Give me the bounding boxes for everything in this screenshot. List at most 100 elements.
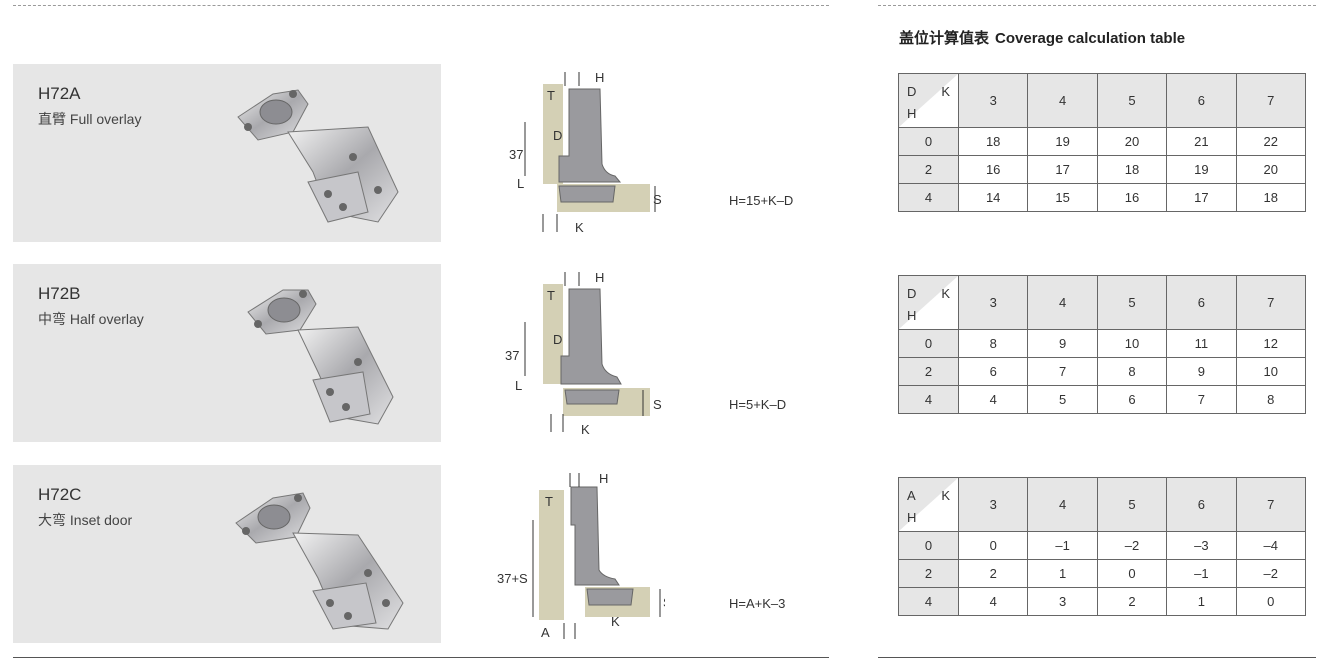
table-cell: 17 xyxy=(1166,183,1237,212)
table-cell: 5 xyxy=(1027,385,1098,414)
table-cell: 10 xyxy=(1096,329,1168,358)
table-cell: 1 xyxy=(1166,587,1237,616)
table-cell: 8 xyxy=(957,329,1029,358)
coverage-title-cn: 盖位计算值表 xyxy=(899,30,990,47)
hinge-model: H72C xyxy=(38,485,82,504)
label-side: 37+S xyxy=(497,571,528,586)
column-header-k: 3 xyxy=(957,275,1029,330)
column-header-k: 5 xyxy=(1096,477,1168,532)
table-cell: 16 xyxy=(1096,183,1168,212)
column-header-k: 6 xyxy=(1166,73,1237,128)
label-s: S xyxy=(653,192,662,207)
top-dashed-rule-right xyxy=(878,5,1316,6)
table-cell: 1 xyxy=(1027,559,1098,588)
row-header-h: 0 xyxy=(898,329,959,358)
table-cell: 8 xyxy=(1096,357,1168,386)
corner-diagonal xyxy=(899,276,958,329)
formula-h72c: H=A+K–3 xyxy=(729,596,786,611)
bottom-rule-right xyxy=(878,657,1316,658)
table-cell: 18 xyxy=(1096,155,1168,184)
label-d: D xyxy=(553,128,562,143)
formula-h72b: H=5+K–D xyxy=(729,397,787,412)
column-header-k: 5 xyxy=(1096,73,1168,128)
label-t: T xyxy=(547,288,555,303)
hinge-photo xyxy=(247,289,394,425)
column-header-k: 6 xyxy=(1166,275,1237,330)
table-cell: 19 xyxy=(1166,155,1237,184)
table-cell: 14 xyxy=(957,183,1029,212)
column-header-k: 7 xyxy=(1235,275,1307,330)
hinge-panel-h72b: H72B 中弯 Half overlay xyxy=(13,264,441,442)
table-cell: –2 xyxy=(1235,559,1307,588)
coverage-title-en: Coverage calculation table xyxy=(995,30,1186,47)
table-cell: 0 xyxy=(1235,587,1307,616)
table-cell: 22 xyxy=(1235,127,1307,156)
corner-diagonal xyxy=(899,74,958,127)
table-cell: 15 xyxy=(1027,183,1098,212)
formula-h72a: H=15+K–D xyxy=(729,193,794,208)
corner-label-h: H xyxy=(907,308,917,323)
table-cell: 2 xyxy=(1096,587,1168,616)
table-cell: 0 xyxy=(957,531,1029,560)
corner-label-left: D xyxy=(907,286,917,301)
corner-label-left: A xyxy=(907,488,916,503)
corner-label-h: H xyxy=(907,106,917,121)
row-header-h: 0 xyxy=(898,531,959,560)
table-cell: –1 xyxy=(1166,559,1237,588)
hinge-type: 中弯 Half overlay xyxy=(38,311,144,327)
hinge-photo xyxy=(235,492,404,630)
column-header-k: 5 xyxy=(1096,275,1168,330)
table-cell: 12 xyxy=(1235,329,1307,358)
table-cell: 6 xyxy=(957,357,1029,386)
hinge-model: H72B xyxy=(38,284,81,303)
table-cell: 20 xyxy=(1235,155,1307,184)
table-cell: –4 xyxy=(1235,531,1307,560)
label-t: T xyxy=(547,88,555,103)
table-cell: 21 xyxy=(1166,127,1237,156)
label-s: S xyxy=(653,397,662,412)
hinge-photo xyxy=(237,89,399,223)
coverage-title: 盖位计算值表 Coverage calculation table xyxy=(899,27,1185,48)
row-header-h: 2 xyxy=(898,559,959,588)
table-cell: 4 xyxy=(957,385,1029,414)
column-header-k: 4 xyxy=(1027,73,1098,128)
label-h: H xyxy=(595,270,604,285)
column-header-k: 7 xyxy=(1235,477,1307,532)
row-header-h: 4 xyxy=(898,587,959,616)
table-cell: 17 xyxy=(1027,155,1098,184)
table-cell: 18 xyxy=(1235,183,1307,212)
table-cell: 6 xyxy=(1096,385,1168,414)
table-cell: 2 xyxy=(957,559,1029,588)
column-header-k: 4 xyxy=(1027,275,1098,330)
table-cell: 4 xyxy=(957,587,1029,616)
row-header-h: 2 xyxy=(898,357,959,386)
column-header-k: 4 xyxy=(1027,477,1098,532)
column-header-k: 3 xyxy=(957,477,1029,532)
table-cell: 3 xyxy=(1027,587,1098,616)
table-cell: 20 xyxy=(1096,127,1168,156)
label-t: T xyxy=(545,494,553,509)
label-a: A xyxy=(541,625,550,640)
table-cell: 18 xyxy=(957,127,1029,156)
table-cell: 16 xyxy=(957,155,1029,184)
corner-diagonal xyxy=(899,478,958,531)
hinge-panel-h72a: H72A 直臂 Full overlay xyxy=(13,64,441,242)
table-cell: 0 xyxy=(1096,559,1168,588)
label-k: K xyxy=(581,422,590,437)
label-k: K xyxy=(575,220,584,235)
table-cell: 10 xyxy=(1235,357,1307,386)
label-h: H xyxy=(595,70,604,85)
hinge-diagram-h72c: H T 37+S S K A xyxy=(497,471,665,640)
